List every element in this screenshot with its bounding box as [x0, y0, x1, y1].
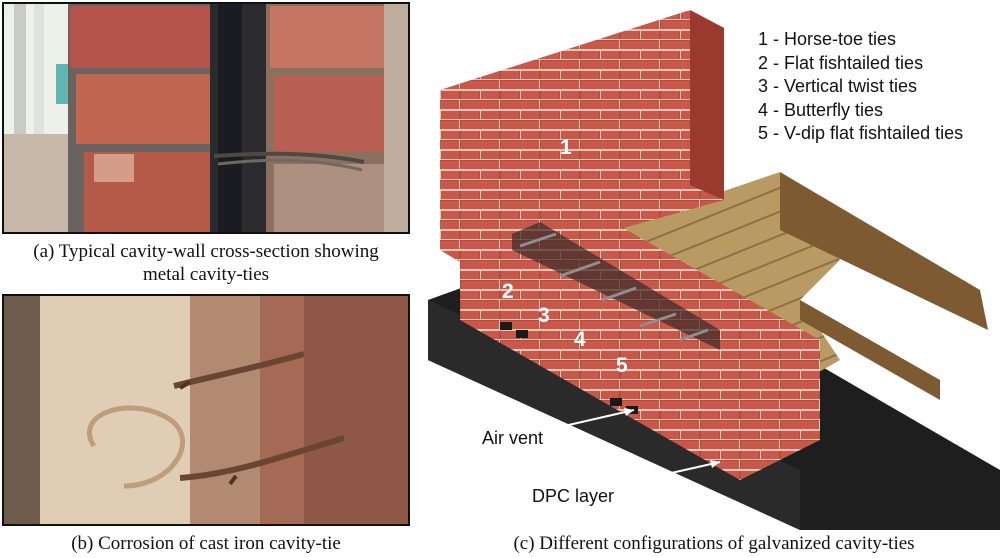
caption-panel-c: (c) Different configurations of galvaniz…: [513, 533, 915, 554]
legend-item-butterfly-ties: 4 - Butterfly ties: [758, 99, 884, 120]
tie-marker-2: 2: [502, 280, 514, 303]
air-vent-label: Air vent: [482, 428, 544, 448]
photo-corroded-cast-iron-tie: [2, 294, 410, 526]
tie-marker-4: 4: [574, 328, 586, 351]
caption-panel-a-line2: metal cavity-ties: [142, 264, 270, 285]
cavity-wall-photo-illustration: [4, 4, 408, 232]
corroded-tie-photo-illustration: [4, 296, 408, 524]
legend-item-vertical-twist-ties: 3 - Vertical twist ties: [758, 76, 918, 96]
caption-panel-a-line1: (a) Typical cavity-wall cross-section sh…: [33, 241, 379, 262]
legend-item-flat-fishtailed-ties: 2 - Flat fishtailed ties: [758, 52, 924, 73]
legend-item-v-dip-ties: 5 - V-dip flat fishtailed ties: [758, 123, 964, 143]
cavity-wall-3d-drawing: [428, 10, 1000, 530]
tie-type-legend: 1 - Horse-toe ties 2 - Flat fishtailed t…: [758, 28, 963, 146]
tie-marker-1: 1: [560, 136, 572, 159]
tie-marker-5: 5: [616, 354, 628, 377]
dpc-layer-label: DPC layer: [532, 486, 615, 506]
photo-cavity-wall-cross-section: [2, 2, 410, 234]
cavity-wall-3d-illustration: 1 2 3 4 5: [420, 0, 1000, 530]
caption-panel-b: (b) Corrosion of cast iron cavity-tie: [71, 533, 341, 554]
tie-marker-3: 3: [538, 304, 550, 327]
legend-item-horse-toe-ties: 1 - Horse-toe ties: [758, 29, 897, 49]
